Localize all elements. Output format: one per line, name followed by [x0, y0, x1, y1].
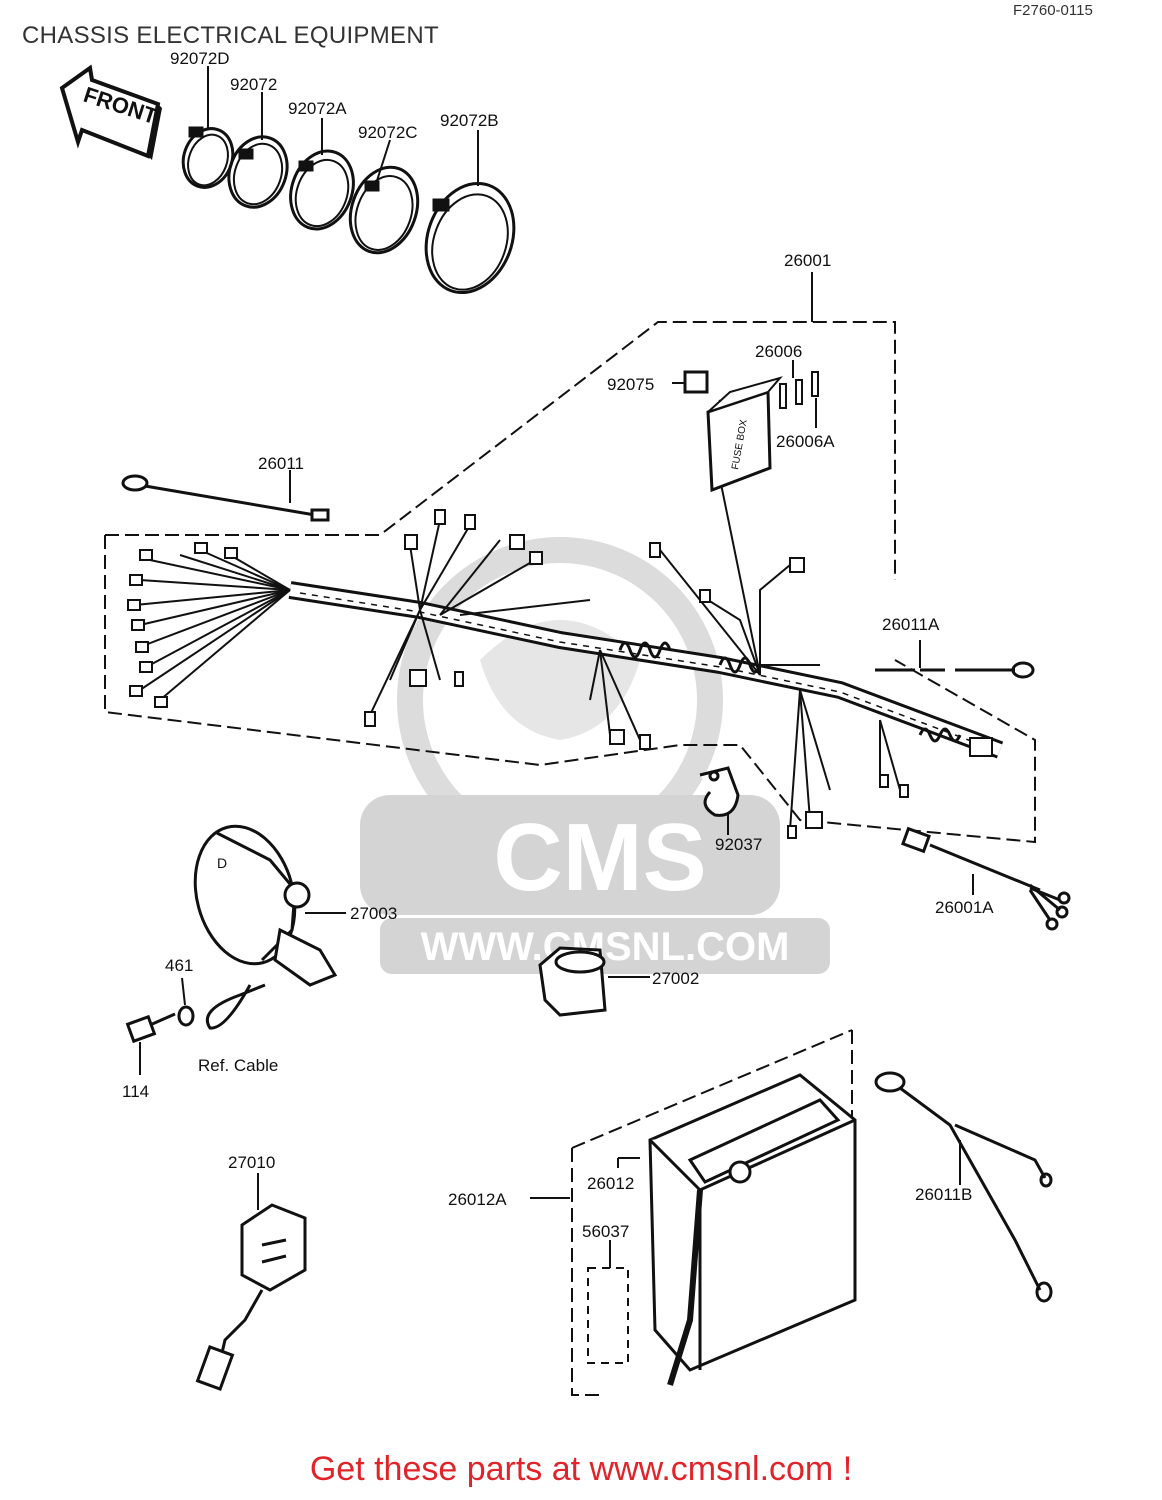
battery-icon [648, 1073, 857, 1372]
page-title: CHASSIS ELECTRICAL EQUIPMENT [22, 22, 439, 49]
ignition-switch-27002-icon [538, 946, 607, 1017]
battery-label-56037-icon [587, 1267, 629, 1364]
part-label-ref-cable: Ref. Cable [198, 1056, 278, 1075]
battery-cable-26011B-icon [874, 1071, 1053, 1303]
clamp-92072C-icon [348, 165, 420, 255]
part-label-26011: 26011 [258, 454, 304, 473]
fuse-leader-lines [672, 360, 817, 428]
part-label-26006A: 26006A [776, 432, 835, 451]
part-label-26012: 26012 [587, 1174, 634, 1193]
clamp-leader-lines [207, 66, 479, 191]
clamp-92072B-icon [424, 181, 516, 295]
svg-text:D: D [217, 855, 227, 871]
part-label-92037: 92037 [715, 835, 762, 854]
part-label-26001: 26001 [784, 251, 831, 270]
part-label-26012A: 26012A [448, 1190, 507, 1209]
fuses-icon [779, 371, 819, 409]
fuse-box-icon: FUSE BOX [683, 370, 819, 493]
clamp-bands [181, 126, 516, 295]
part-label-26011B: 26011B [915, 1185, 972, 1204]
fuse-cover-92075-icon [683, 370, 709, 394]
main-wiring-harness-icon [127, 399, 1004, 839]
part-label-92072B: 92072B [440, 111, 499, 130]
part-label-92072: 92072 [230, 75, 277, 94]
ref-cable-icon [205, 983, 266, 1030]
part-label-26001A: 26001A [935, 898, 994, 917]
part-label-26011A: 26011A [882, 615, 940, 634]
front-arrow-icon: FRONT [59, 64, 162, 160]
part-label-27003: 27003 [350, 904, 397, 923]
part-label-27010: 27010 [228, 1153, 275, 1172]
lead-26011A-icon [875, 661, 1035, 679]
figure-code: F2760-0115 [1013, 2, 1093, 19]
part-label-26006: 26006 [755, 342, 802, 361]
watermark-brand: CMS [493, 804, 706, 911]
clamp-92037-icon [699, 766, 740, 817]
part-label-92075: 92075 [607, 375, 654, 394]
bolt-114-icon [125, 1012, 176, 1044]
part-label-92072A: 92072A [288, 99, 347, 118]
washer-461-icon [177, 1005, 195, 1027]
battery-leaders [530, 1157, 640, 1268]
clamp-92072D-icon [181, 127, 235, 189]
watermark: CMS WWW.CMSNL.COM [360, 537, 830, 974]
ground-lead-26011-icon [121, 474, 330, 522]
leader-461 [181, 977, 186, 1006]
horn-27003-icon: D [193, 824, 338, 987]
harness-outline [104, 321, 1036, 844]
get-parts-link[interactable]: Get these parts at www.cmsnl.com ! [309, 1450, 853, 1488]
clamp-92072-icon [227, 135, 289, 209]
part-label-461: 461 [165, 956, 193, 975]
breather-hose-icon [667, 1189, 703, 1386]
part-label-56037: 56037 [582, 1222, 629, 1241]
parts-diagram: CMS WWW.CMSNL.COM FRONT [59, 49, 1071, 1396]
part-label-92072D: 92072D [170, 49, 230, 68]
part-label-92072C: 92072C [358, 123, 418, 142]
part-label-27002: 27002 [652, 969, 699, 988]
clamp-92072A-icon [289, 149, 355, 231]
relay-27010-icon [195, 1203, 307, 1391]
part-label-114: 114 [122, 1082, 149, 1101]
sub-harness-26001A-icon [901, 826, 1071, 931]
part-labels: 92072D 92072 92072A 92072C 92072B 26001 … [122, 49, 994, 1241]
